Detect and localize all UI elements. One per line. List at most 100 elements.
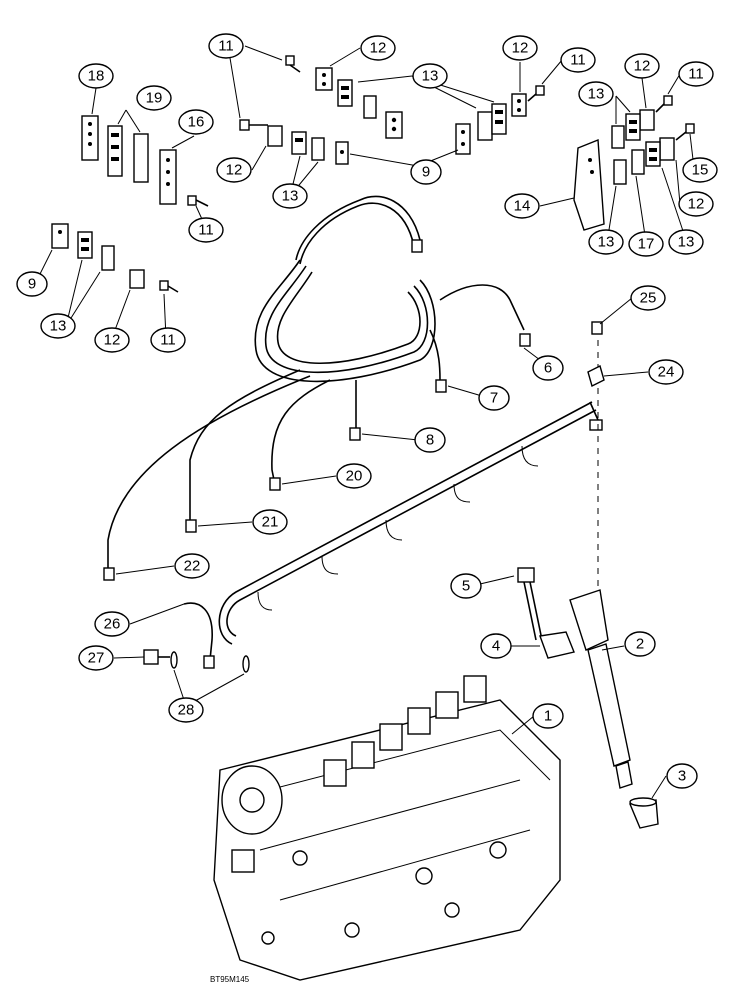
svg-text:6: 6 xyxy=(544,360,552,377)
callout: 13 xyxy=(668,229,704,255)
clamp-block-part xyxy=(77,231,93,259)
svg-text:5: 5 xyxy=(462,578,470,595)
svg-text:3: 3 xyxy=(678,768,686,785)
callout: 12 xyxy=(624,53,660,79)
clamp-block-part xyxy=(631,149,645,175)
svg-text:13: 13 xyxy=(588,86,605,103)
callout: 6 xyxy=(532,355,564,381)
svg-text:21: 21 xyxy=(262,514,279,531)
svg-text:20: 20 xyxy=(346,468,363,485)
callout: 1 xyxy=(532,703,564,729)
svg-text:7: 7 xyxy=(490,390,498,407)
screw-part xyxy=(187,195,209,207)
clamp-plate-part xyxy=(639,109,655,131)
callout: 13 xyxy=(272,183,308,209)
svg-text:11: 11 xyxy=(198,222,214,239)
clamp-plate-part xyxy=(659,137,675,161)
callouts: 11 12 13 12 11 18 1 9 16 12 13 9 13 12 11… xyxy=(16,33,718,789)
clamp-block-part xyxy=(291,131,307,155)
callout: 12 xyxy=(94,327,130,353)
injector-assembly xyxy=(517,321,659,829)
clamp-block-part xyxy=(101,245,115,271)
clamp-bar-part xyxy=(159,149,177,205)
clamp-hardware-group xyxy=(51,55,695,293)
callout: 8 xyxy=(414,427,446,453)
svg-text:12: 12 xyxy=(634,58,651,75)
fitting-part xyxy=(435,379,447,393)
callout: 20 xyxy=(336,463,372,489)
clamp-part xyxy=(539,631,575,659)
callout: 16 xyxy=(178,109,214,135)
svg-text:8: 8 xyxy=(426,432,434,449)
clamp-plate-part xyxy=(315,67,333,91)
callout: 13 xyxy=(40,313,76,339)
svg-text:13: 13 xyxy=(678,234,695,251)
svg-text:11: 11 xyxy=(160,332,176,349)
fitting-part xyxy=(103,567,115,581)
callout: 11 xyxy=(678,61,714,87)
clamp-plate-part xyxy=(267,125,283,147)
callout: 11 xyxy=(188,217,224,243)
svg-text:12: 12 xyxy=(104,332,121,349)
callout: 28 xyxy=(168,697,204,723)
svg-text:24: 24 xyxy=(658,364,675,381)
svg-text:11: 11 xyxy=(570,52,586,69)
callout: 12 xyxy=(678,191,714,217)
clamp-block-part xyxy=(613,159,627,185)
screw-part xyxy=(527,85,545,102)
svg-text:9: 9 xyxy=(422,164,430,181)
callout: 14 xyxy=(504,193,540,219)
clamp-block-part xyxy=(363,95,377,119)
callout: 7 xyxy=(478,385,510,411)
callout: 2 xyxy=(624,631,656,657)
svg-text:28: 28 xyxy=(178,702,195,719)
callout: 12 xyxy=(216,157,252,183)
svg-text:12: 12 xyxy=(370,40,387,57)
injection-pump xyxy=(213,675,561,981)
screw-part xyxy=(159,280,179,293)
screw-part xyxy=(285,55,301,73)
callout: 13 xyxy=(412,63,448,89)
bolt-part xyxy=(143,649,159,665)
svg-text:18: 18 xyxy=(88,68,105,85)
fitting-part xyxy=(349,427,361,441)
spacer-part xyxy=(335,141,349,165)
callout: 27 xyxy=(78,645,114,671)
callout: 3 xyxy=(666,763,698,789)
svg-text:25: 25 xyxy=(640,290,657,307)
callout: 11 xyxy=(208,33,244,59)
fitting-part xyxy=(185,519,197,533)
svg-text:13: 13 xyxy=(598,234,615,251)
callout: 9 xyxy=(16,271,48,297)
screw-part xyxy=(239,119,268,131)
svg-text:9: 9 xyxy=(28,276,36,293)
injector-part xyxy=(569,589,609,651)
spacer-part xyxy=(51,223,69,249)
svg-text:1: 1 xyxy=(544,708,552,725)
callout: 13 xyxy=(588,229,624,255)
fitting-part xyxy=(411,239,423,253)
callout: 12 xyxy=(502,35,538,61)
svg-text:13: 13 xyxy=(50,318,67,335)
clamp-block-part xyxy=(625,113,641,141)
clamp-block-part xyxy=(337,79,353,107)
bolt-part xyxy=(517,567,535,583)
fitting-part xyxy=(589,419,603,431)
svg-text:12: 12 xyxy=(226,162,243,179)
screw-part xyxy=(591,321,603,335)
clamp-plate-part xyxy=(511,93,527,117)
svg-text:26: 26 xyxy=(104,616,121,633)
clamp-block-part xyxy=(645,141,661,167)
screw-part xyxy=(655,95,673,113)
clamp-block-part xyxy=(385,111,403,139)
callout: 26 xyxy=(94,611,130,637)
clamp-plate-part xyxy=(129,269,145,289)
callout: 15 xyxy=(682,157,718,183)
clamp-block-part xyxy=(311,137,325,161)
callout: 24 xyxy=(648,359,684,385)
clamp-block-part xyxy=(107,125,123,177)
callout: 12 xyxy=(360,35,396,61)
svg-text:12: 12 xyxy=(688,196,705,213)
svg-text:15: 15 xyxy=(692,162,709,179)
svg-text:11: 11 xyxy=(688,66,704,83)
